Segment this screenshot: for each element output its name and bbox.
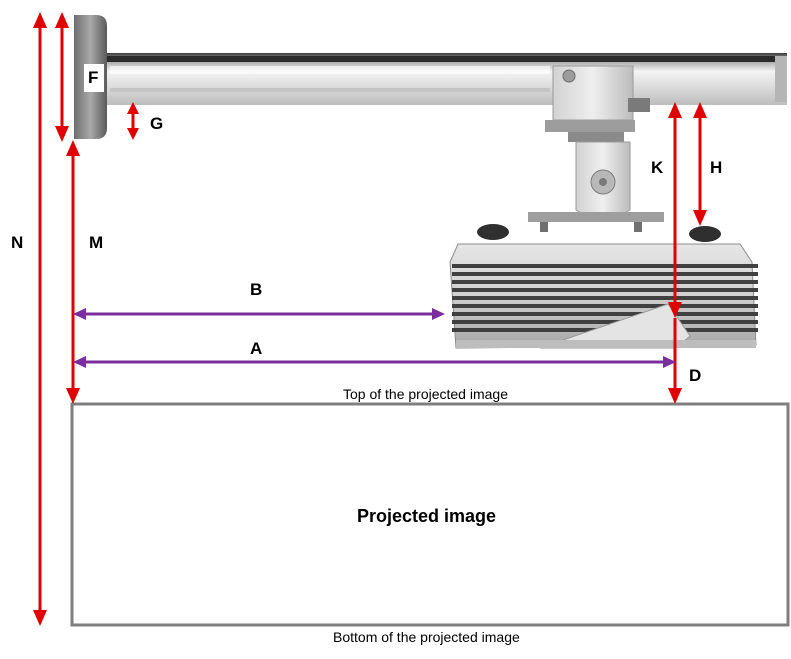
label-m: M [89,233,104,252]
caption-bottom-of-image: Bottom of the projected image [333,629,520,645]
wall-plate [74,15,107,139]
slider-bracket [528,65,664,232]
projector-body [449,224,758,349]
projector-vents [452,264,758,332]
label-d: D [689,366,702,385]
horizontal-dimension-arrows [73,308,676,368]
label-h: H [710,158,723,177]
label-a: A [250,339,263,358]
label-b: B [250,280,263,299]
mount-rail [107,53,787,105]
label-k: K [651,158,664,177]
label-n: N [11,233,24,252]
label-g: G [150,114,164,133]
caption-projected-image: Projected image [357,506,497,526]
label-f: F [88,68,99,87]
projected-image-frame [70,402,790,627]
vertical-dimension-arrows [33,12,707,626]
caption-top-of-image: Top of the projected image [343,386,508,402]
